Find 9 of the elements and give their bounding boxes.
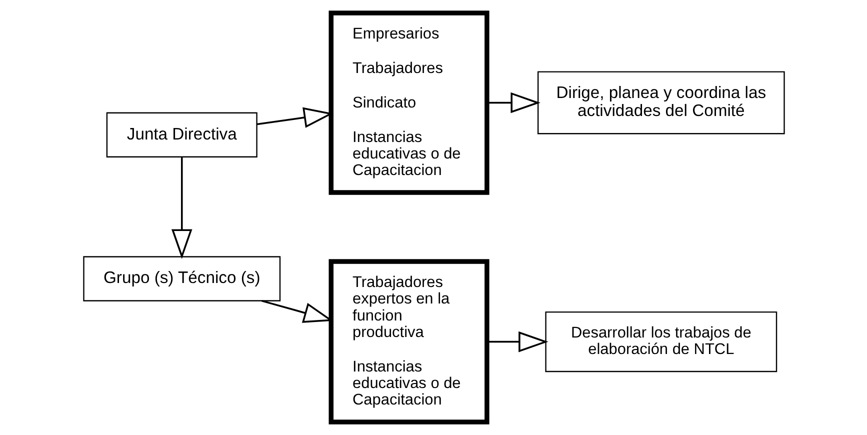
node-box: Trabajadores expertos en la funcion productiva Instancias educativas o de Capacitacion — [328, 259, 489, 424]
node-box: Empresarios Trabajadores Sindicato Instancias educativas o de Capacitacion — [328, 10, 489, 195]
node-box: Desarrollar los trabajos de elaboración de NTCL — [544, 311, 777, 372]
node-box: Junta Directiva — [106, 112, 257, 158]
node-box: Grupo (s) Técnico (s) — [82, 256, 280, 302]
node-box: Dirige, planea y coordina las actividades del Comité — [536, 71, 784, 134]
arrow — [486, 92, 540, 114]
arrow — [170, 157, 192, 259]
arrow — [486, 331, 548, 352]
